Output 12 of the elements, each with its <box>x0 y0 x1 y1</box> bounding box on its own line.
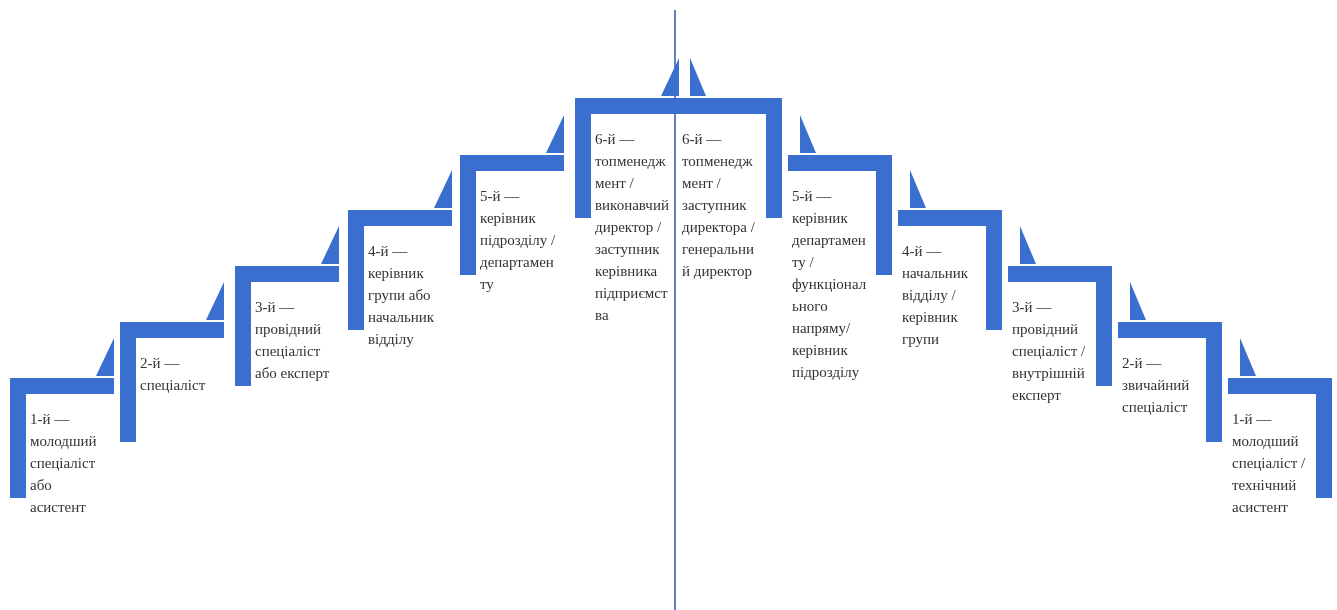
step-label: 2-й — спеціаліст <box>140 354 207 395</box>
step-label: 2-й — звичайний спеціаліст <box>1122 354 1191 417</box>
step-label: 1-й — молодший спеціаліст або асистент <box>30 410 98 517</box>
step-label: 6-й — топменеджмент / виконавчий директор / заступник керівника підприємства <box>595 130 670 325</box>
step-label: 4-й — начальник відділу / керівник групи <box>902 242 970 349</box>
step-label: 1-й — молодший спеціаліст / технічний асистент <box>1232 410 1307 517</box>
step-label: 6-й — топменеджмент / заступник директора / генеральний директор <box>682 130 756 281</box>
step-label: 3-й — провідний спеціаліст / внутрішній експерт <box>1012 298 1087 405</box>
step-label: 5-й — керівник підрозділу / департаменту <box>480 187 557 294</box>
step-label: 3-й — провідний спеціаліст або експерт <box>255 298 331 383</box>
step-label: 5-й — керівник департаменту / функціонального напряму/керівник підрозділу <box>792 187 868 382</box>
step-label: 4-й — керівник групи або начальник відділу <box>368 242 436 349</box>
